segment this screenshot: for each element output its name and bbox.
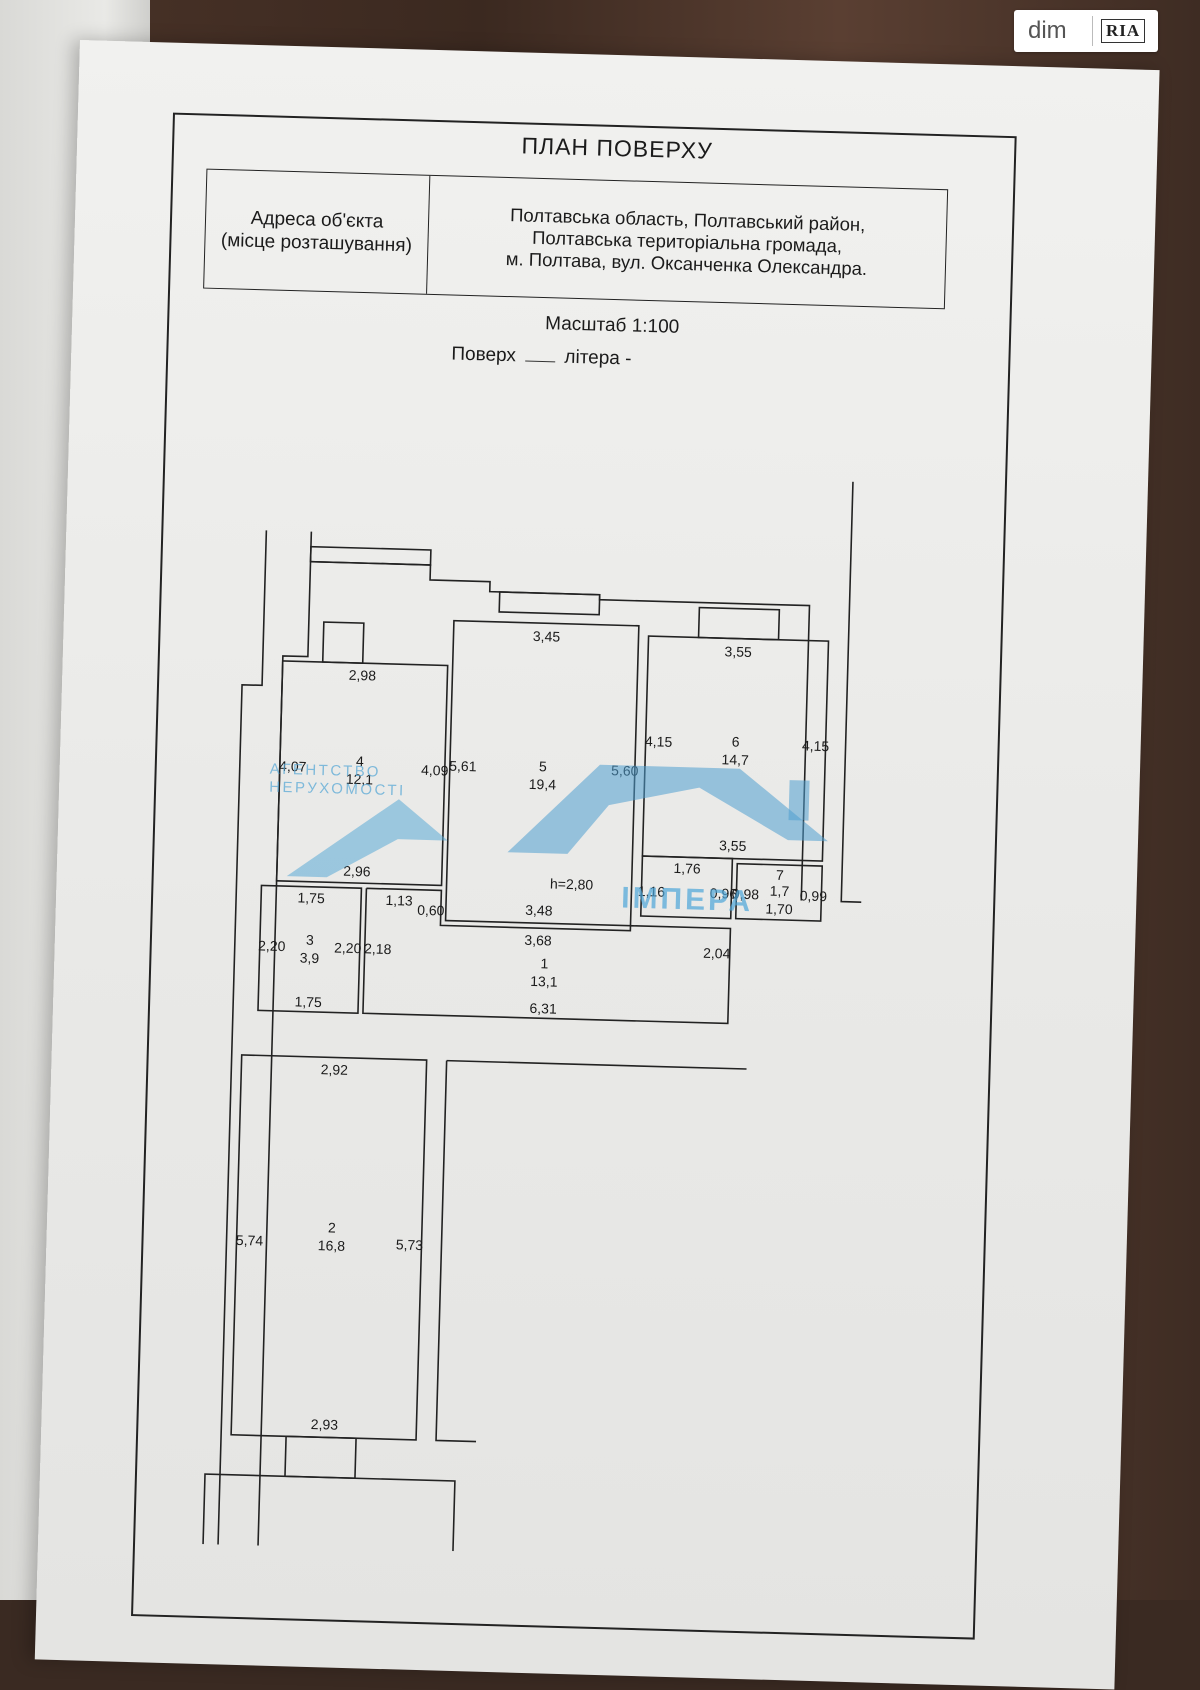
balcony-north: [309, 545, 432, 566]
dim-r4-right: 4,09: [421, 762, 449, 779]
dim-r1-small-top: 1,13: [385, 892, 413, 909]
dim-r7-left: 0,98: [732, 886, 760, 903]
dim-r4-top: 2,98: [349, 667, 377, 684]
letter-value: -: [624, 348, 632, 370]
dim-r7-bottom: 1,70: [765, 900, 793, 917]
room-4-number: 4: [356, 753, 364, 769]
window-room-4: [321, 621, 365, 664]
address-label-line-2: (місце розташування): [220, 230, 413, 257]
dim-r3-top: 1,75: [297, 889, 325, 906]
outer-wall-west: [216, 530, 268, 1563]
site-badge: dim RIA: [1014, 10, 1158, 52]
dim-r3-bottom: 1,75: [294, 993, 322, 1010]
inner-wall-west: [257, 531, 313, 1546]
dim-r1-top: 3,68: [524, 932, 552, 949]
room-2-area: 16,8: [318, 1237, 346, 1254]
room-6-area: 14,7: [721, 751, 749, 768]
dim-r1-small-side: 0,60: [417, 902, 445, 919]
floor-blank: [525, 360, 556, 363]
badge-dim: dim: [1028, 17, 1067, 44]
room-7-number: 7: [776, 867, 784, 883]
watermark-line-2: НЕРУХОМОСТІ: [268, 778, 406, 800]
watermark-agency: АГЕНТСТВО НЕРУХОМОСТІ: [269, 761, 406, 801]
window-room-5: [498, 591, 601, 616]
dim-r4-left: 4,07: [279, 758, 307, 775]
room-5-area: 19,4: [529, 776, 557, 793]
room-2-number: 2: [328, 1219, 336, 1235]
dim-r4-bottom: 2,96: [343, 863, 371, 880]
landing-wall: [446, 1059, 747, 1070]
dim-wc-left: 1,16: [638, 883, 666, 900]
floor-plan-drawing: 4 12,1 5 19,4 6 14,7 7 1,7 3 3,9 1 13,1 …: [201, 469, 862, 1563]
room-4: [275, 660, 449, 887]
dim-r2-top: 2,92: [321, 1061, 349, 1078]
ceiling-height: h=2,80: [550, 875, 594, 892]
room-1-number: 1: [540, 955, 548, 971]
room-1: [362, 887, 732, 1025]
dim-r3-left: 2,20: [258, 937, 286, 954]
room-3-number: 3: [306, 932, 314, 948]
floor-label: Поверх: [451, 343, 517, 367]
dim-r1-right: 2,04: [703, 945, 731, 962]
room-1-area: 13,1: [530, 973, 558, 990]
letter-label: літера: [564, 346, 621, 370]
dim-r7-right: 0,99: [800, 887, 828, 904]
dim-r5-left: 5,61: [449, 758, 477, 775]
dim-r2-right: 5,73: [396, 1236, 424, 1253]
dim-r2-bottom: 2,93: [311, 1416, 339, 1433]
address-table: Адреса об'єкта (місце розташування) Полт…: [203, 168, 949, 310]
dim-wc-right: 0,96: [710, 885, 738, 902]
dim-r5-bottom: 3,48: [525, 902, 553, 919]
window-room-2: [284, 1435, 357, 1480]
dim-r1-bottom: 6,31: [529, 1000, 557, 1017]
wc-room: [639, 855, 734, 920]
dim-r3-right: 2,20: [334, 939, 362, 956]
dim-r6-right: 4,15: [802, 737, 830, 754]
address-value: Полтавська область, Полтавський район, П…: [427, 176, 947, 308]
room-3: [257, 884, 363, 1014]
address-label: Адреса об'єкта (місце розташування): [204, 169, 431, 294]
watermark-roof-logo: [286, 764, 828, 878]
dim-wc-top: 1,76: [673, 860, 701, 877]
room-7: [734, 862, 824, 922]
dim-r6-top: 3,55: [724, 643, 752, 660]
outer-wall-north: [310, 560, 811, 901]
room-3-area: 3,9: [300, 949, 320, 966]
dim-r2-left: 5,74: [236, 1232, 264, 1249]
dim-r5-top: 3,45: [533, 628, 561, 645]
window-room-6: [697, 606, 781, 641]
room-6-number: 6: [732, 733, 740, 749]
dim-r1-left: 2,18: [364, 940, 392, 957]
watermark-brand: ІМПЕРА: [620, 881, 754, 919]
floor-plan-sheet: ПЛАН ПОВЕРХУ Адреса об'єкта (місце розта…: [34, 40, 1160, 1690]
room-4-area: 12,1: [346, 771, 374, 788]
room-7-area: 1,7: [770, 883, 790, 900]
room-5-number: 5: [539, 758, 547, 774]
dim-r6-bottom: 3,55: [719, 837, 747, 854]
badge-ria-logo: RIA: [1101, 19, 1146, 43]
stair-wall: [435, 1060, 477, 1443]
badge-divider: [1092, 16, 1093, 46]
dim-r6-left: 4,15: [645, 733, 673, 750]
